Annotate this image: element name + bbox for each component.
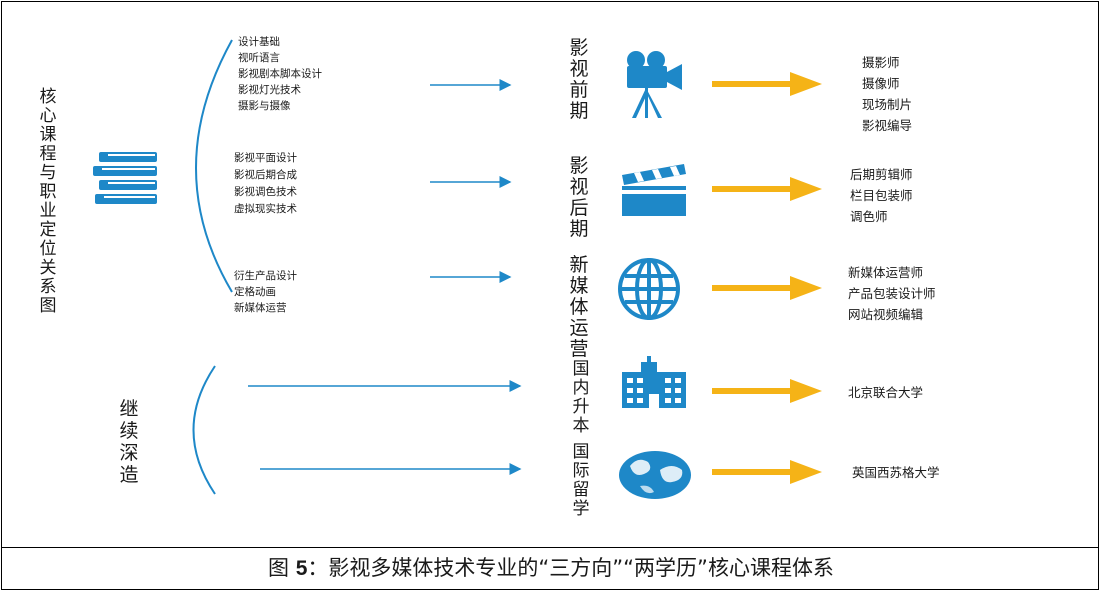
clapperboard-icon	[622, 164, 686, 216]
course-item: 影视后期合成	[234, 169, 297, 181]
university-building-icon	[622, 356, 686, 408]
job-list-abroad: 英国西苏格大学	[852, 462, 940, 483]
stage-label-abroad: 国际留学	[572, 442, 590, 519]
course-item: 新媒体运营	[234, 302, 287, 314]
caption-prefix: 图	[268, 556, 296, 580]
job-list-postproduction: 后期剪辑师 栏目包装师 调色师	[850, 164, 913, 227]
earth-icon	[619, 451, 691, 499]
job-item: 栏目包装师	[850, 188, 913, 203]
stage-label-postproduction: 影视后期	[569, 155, 589, 240]
job-item: 北京联合大学	[848, 385, 924, 400]
movie-camera-icon	[627, 51, 682, 118]
yellow-arrow-1	[712, 72, 822, 96]
job-item: 摄像师	[862, 76, 900, 91]
course-item: 影视灯光技术	[238, 84, 301, 96]
course-item: 衍生产品设计	[234, 270, 297, 282]
stage-label-domestic: 国内升本	[572, 359, 590, 436]
course-item: 影视剧本脚本设计	[238, 68, 322, 80]
yellow-arrow-2	[712, 177, 822, 201]
course-item: 设计基础	[238, 36, 280, 48]
side-title: 核心课程与职业定位关系图	[39, 87, 57, 316]
course-item: 影视调色技术	[234, 186, 297, 198]
job-item: 现场制片	[862, 97, 913, 112]
course-item: 视听语言	[238, 52, 280, 64]
stage-label-newmedia: 新媒体运营	[569, 254, 589, 360]
job-item: 摄影师	[862, 55, 900, 70]
job-item: 后期剪辑师	[850, 167, 913, 182]
course-item: 定格动画	[234, 286, 276, 298]
caption-text: ：影视多媒体技术专业的“三方向”“两学历”核心课程体系	[307, 556, 834, 580]
job-item: 产品包装设计师	[848, 286, 936, 301]
globe-grid-icon	[618, 258, 680, 320]
books-icon	[93, 152, 157, 204]
figure-caption: 图 5：影视多媒体技术专业的“三方向”“两学历”核心课程体系	[0, 554, 1102, 583]
course-item: 虚拟现实技术	[234, 203, 297, 215]
diagram-canvas	[93, 39, 822, 499]
job-list-newmedia: 新媒体运营师 产品包装设计师 网站视频编辑	[848, 262, 936, 325]
course-list-preproduction: 设计基础 视听语言 影视剧本脚本设计 影视灯光技术 摄影与摄像	[238, 34, 322, 114]
job-item: 网站视频编辑	[848, 307, 924, 322]
caption-divider	[1, 547, 1099, 548]
further-brace	[192, 365, 216, 495]
course-list-newmedia: 衍生产品设计 定格动画 新媒体运营	[234, 268, 297, 316]
yellow-arrow-5	[712, 460, 822, 484]
yellow-arrow-3	[712, 276, 822, 300]
job-item: 英国西苏格大学	[852, 465, 940, 480]
further-study-title: 继续深造	[119, 398, 139, 486]
course-item: 影视平面设计	[234, 152, 297, 164]
course-list-postproduction: 影视平面设计 影视后期合成 影视调色技术 虚拟现实技术	[234, 150, 297, 218]
job-item: 新媒体运营师	[848, 265, 924, 280]
job-list-preproduction: 摄影师 摄像师 现场制片 影视编导	[862, 52, 912, 136]
yellow-arrow-4	[712, 379, 822, 403]
stage-label-preproduction: 影视前期	[569, 37, 589, 122]
job-item: 影视编导	[862, 118, 913, 133]
job-item: 调色师	[850, 209, 888, 224]
job-list-domestic: 北京联合大学	[848, 382, 923, 403]
yellow-arrows	[712, 72, 822, 484]
course-item: 摄影与摄像	[238, 100, 291, 112]
course-brace	[195, 39, 233, 293]
caption-number: 5	[295, 557, 308, 580]
